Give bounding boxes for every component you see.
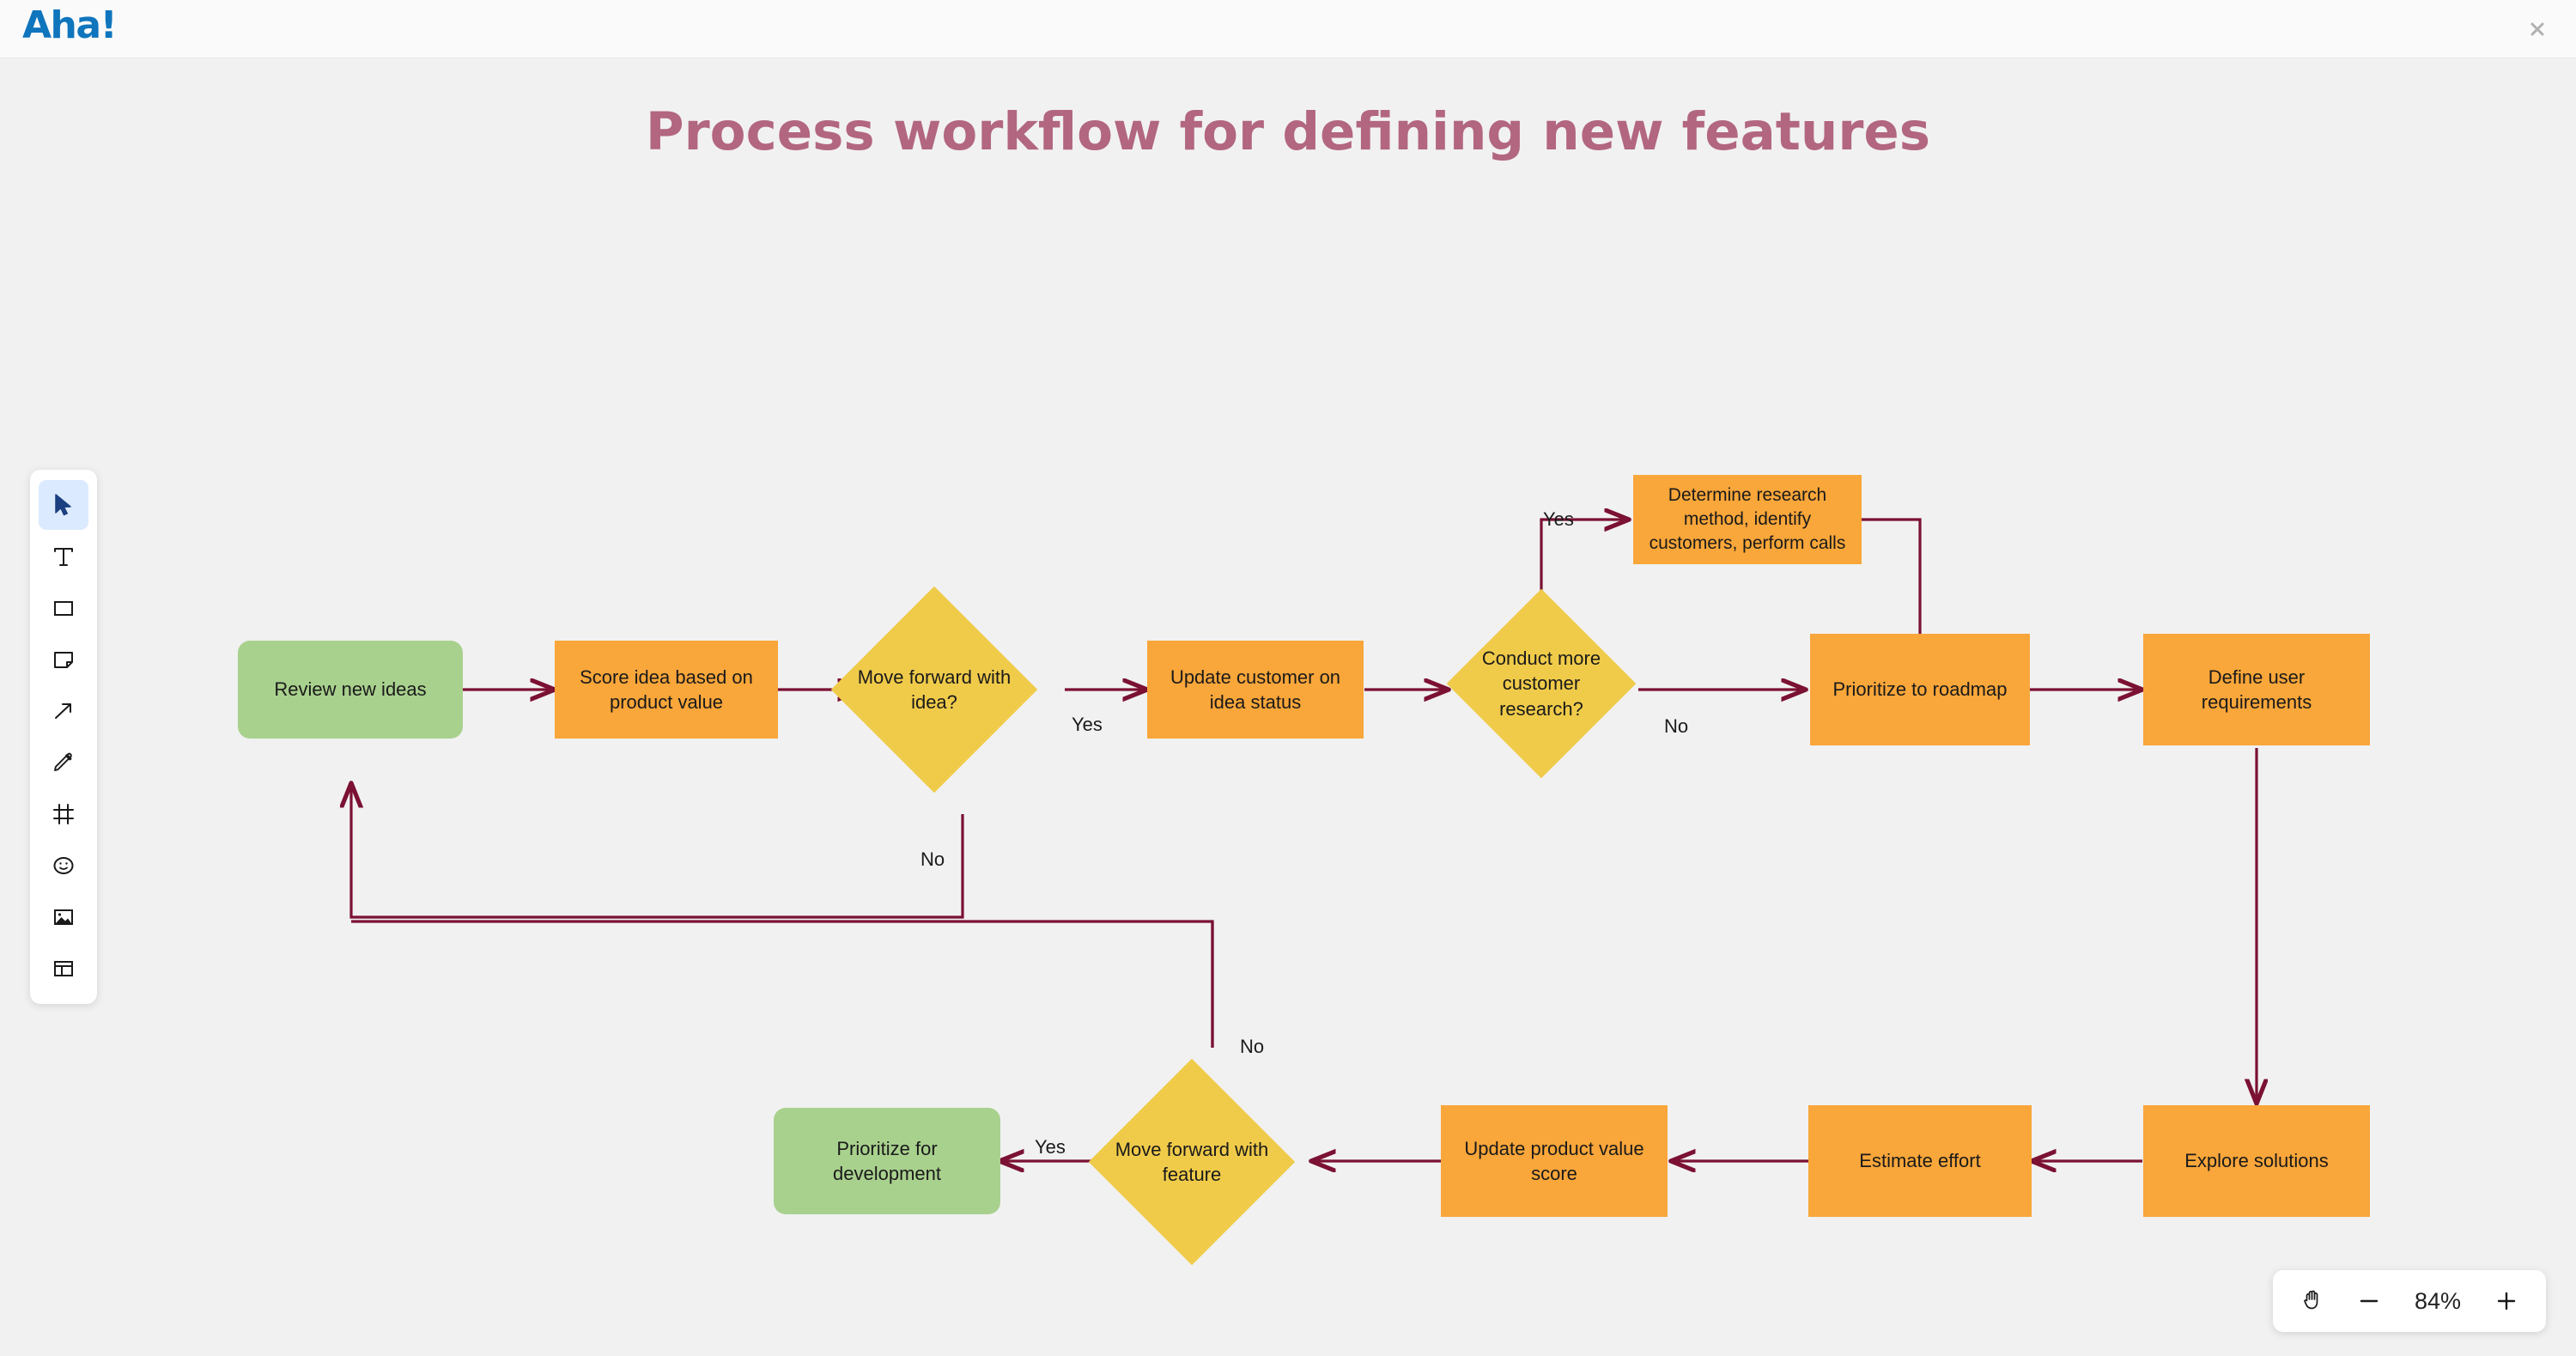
flowchart: Process workflow for defining new featur… xyxy=(0,58,2576,1356)
pan-tool-button[interactable] xyxy=(2293,1282,2331,1320)
node-label: Conduct more customer research? xyxy=(1481,647,1601,720)
text-tool[interactable] xyxy=(39,532,88,581)
node-update-value-score[interactable]: Update product value score xyxy=(1441,1105,1668,1217)
aha-logo: Aha! xyxy=(22,3,118,47)
edge-label-no-feature: No xyxy=(1240,1036,1265,1057)
template-tool[interactable] xyxy=(39,944,88,994)
image-tool[interactable] xyxy=(39,892,88,942)
draw-tool[interactable] xyxy=(39,738,88,787)
node-prioritize-roadmap[interactable]: Prioritize to roadmap xyxy=(1810,634,2030,745)
tool-palette xyxy=(30,470,97,1004)
emoji-tool[interactable] xyxy=(39,841,88,891)
node-move-forward-feature[interactable]: Move forward with feature xyxy=(1088,1058,1296,1266)
edge-label-yes-feature: Yes xyxy=(1035,1136,1066,1158)
node-conduct-research[interactable]: Conduct more customer research? xyxy=(1446,588,1637,779)
sticky-note-icon xyxy=(52,648,75,671)
edge-feature-no-loop xyxy=(351,920,1214,1048)
zoom-in-button[interactable] xyxy=(2488,1282,2525,1320)
node-estimate-effort[interactable]: Estimate effort xyxy=(1808,1105,2032,1217)
node-define-requirements[interactable]: Define user requirements xyxy=(2143,634,2370,745)
node-score-idea[interactable]: Score idea based on product value xyxy=(555,641,778,739)
edge-label-no-idea: No xyxy=(920,848,945,870)
node-label: Move forward with idea? xyxy=(857,666,1012,713)
shape-tool[interactable] xyxy=(39,583,88,633)
node-label: Move forward with feature xyxy=(1115,1138,1269,1185)
edge-idea-no-loop xyxy=(351,784,964,919)
pencil-icon xyxy=(52,751,75,774)
frame-tool[interactable] xyxy=(39,789,88,839)
node-prioritize-dev[interactable]: Prioritize for development xyxy=(774,1108,1000,1214)
edge-label-no-research: No xyxy=(1664,715,1689,737)
rectangle-icon xyxy=(52,597,75,619)
zoom-level-label[interactable]: 84% xyxy=(2414,1287,2462,1314)
zoom-out-button[interactable] xyxy=(2350,1282,2388,1320)
minus-icon xyxy=(2360,1299,2379,1303)
node-review-new-ideas[interactable]: Review new ideas xyxy=(238,641,463,739)
zoom-controls: 84% xyxy=(2273,1270,2546,1332)
plus-icon xyxy=(2497,1292,2516,1310)
arrow-icon xyxy=(52,700,75,722)
page-title: Process workflow for defining new featur… xyxy=(645,101,1931,162)
node-move-forward-idea[interactable]: Move forward with idea? xyxy=(830,586,1038,794)
text-icon xyxy=(52,545,75,568)
layout-icon xyxy=(52,958,75,980)
edge-label-yes-idea: Yes xyxy=(1072,714,1103,735)
edge-label-yes-research: Yes xyxy=(1543,508,1574,530)
select-tool[interactable] xyxy=(39,480,88,530)
image-icon xyxy=(52,906,75,928)
whiteboard-canvas[interactable]: Process workflow for defining new featur… xyxy=(0,58,2576,1356)
smiley-icon xyxy=(52,854,75,877)
app-header: Aha! xyxy=(0,0,2576,58)
note-tool[interactable] xyxy=(39,635,88,684)
arrow-tool[interactable] xyxy=(39,686,88,736)
node-explore-solutions[interactable]: Explore solutions xyxy=(2143,1105,2370,1217)
cursor-icon xyxy=(52,493,75,517)
close-icon[interactable] xyxy=(2523,15,2552,44)
frame-icon xyxy=(52,803,75,825)
hand-icon xyxy=(2300,1287,2324,1316)
node-update-customer[interactable]: Update customer on idea status xyxy=(1147,641,1364,739)
node-determine-research[interactable]: Determine research method, identify cust… xyxy=(1633,475,1862,564)
